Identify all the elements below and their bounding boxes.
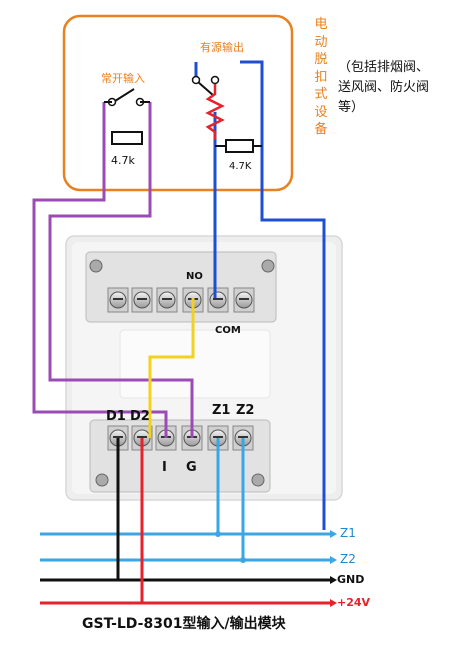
terminal-label-com: COM (215, 325, 241, 336)
bus-label-gnd: GND (337, 573, 365, 586)
upper-screw-2 (131, 287, 153, 313)
bus-label-z1: Z1 (340, 526, 356, 540)
normally-open-input-label: 常开输入 (101, 72, 145, 85)
gnd-arrow-icon (330, 576, 337, 584)
terminal-label-no: NO (186, 271, 203, 282)
diagram-caption: GST-LD-8301型输入/输出模块 (82, 616, 286, 632)
device-title: 电动脱扣式设备 (314, 17, 328, 137)
mount-screw-bottom-1 (95, 473, 109, 487)
z2-arrow-icon (330, 556, 337, 564)
normally-open-switch (102, 88, 152, 138)
terminal-label-d2: D2 (130, 409, 150, 424)
terminal-label-g: G (186, 460, 197, 475)
blue-wire-return (240, 60, 326, 530)
yellow-wire-no (148, 298, 195, 438)
bus-label-24v: +24V (337, 596, 371, 609)
upper-screw-6 (233, 287, 255, 313)
mount-screw-top-2 (261, 259, 275, 273)
module-body (65, 235, 343, 501)
upper-screw-5 (207, 287, 229, 313)
z1-arrow-icon (330, 530, 337, 538)
mount-screw-bottom-2 (251, 473, 265, 487)
resistor-left-value: 4.7k (110, 154, 136, 167)
active-output-relay (191, 62, 225, 140)
terminal-label-i: I (162, 460, 167, 475)
upper-screw-1 (107, 287, 129, 313)
resistor-left (111, 131, 143, 145)
bus-label-z2: Z2 (340, 552, 356, 566)
plus24-arrow-icon (330, 599, 337, 607)
terminal-label-z1: Z1 (212, 403, 231, 418)
purple-wire-inner (48, 138, 194, 438)
mount-screw-top-1 (89, 259, 103, 273)
relay-coil (205, 84, 225, 140)
active-output-label: 有源输出 (200, 41, 244, 54)
terminal-label-z2: Z2 (236, 403, 255, 418)
device-enclosure (62, 14, 294, 192)
terminal-label-d1: D1 (106, 409, 126, 424)
purple-wire-outer (32, 138, 168, 438)
resistor-right-value: 4.7K (228, 161, 253, 173)
upper-screw-3 (156, 287, 178, 313)
device-note: （包括排烟阀、 送风阀、防火阀 等） (338, 60, 430, 115)
resistor-right (215, 139, 262, 153)
